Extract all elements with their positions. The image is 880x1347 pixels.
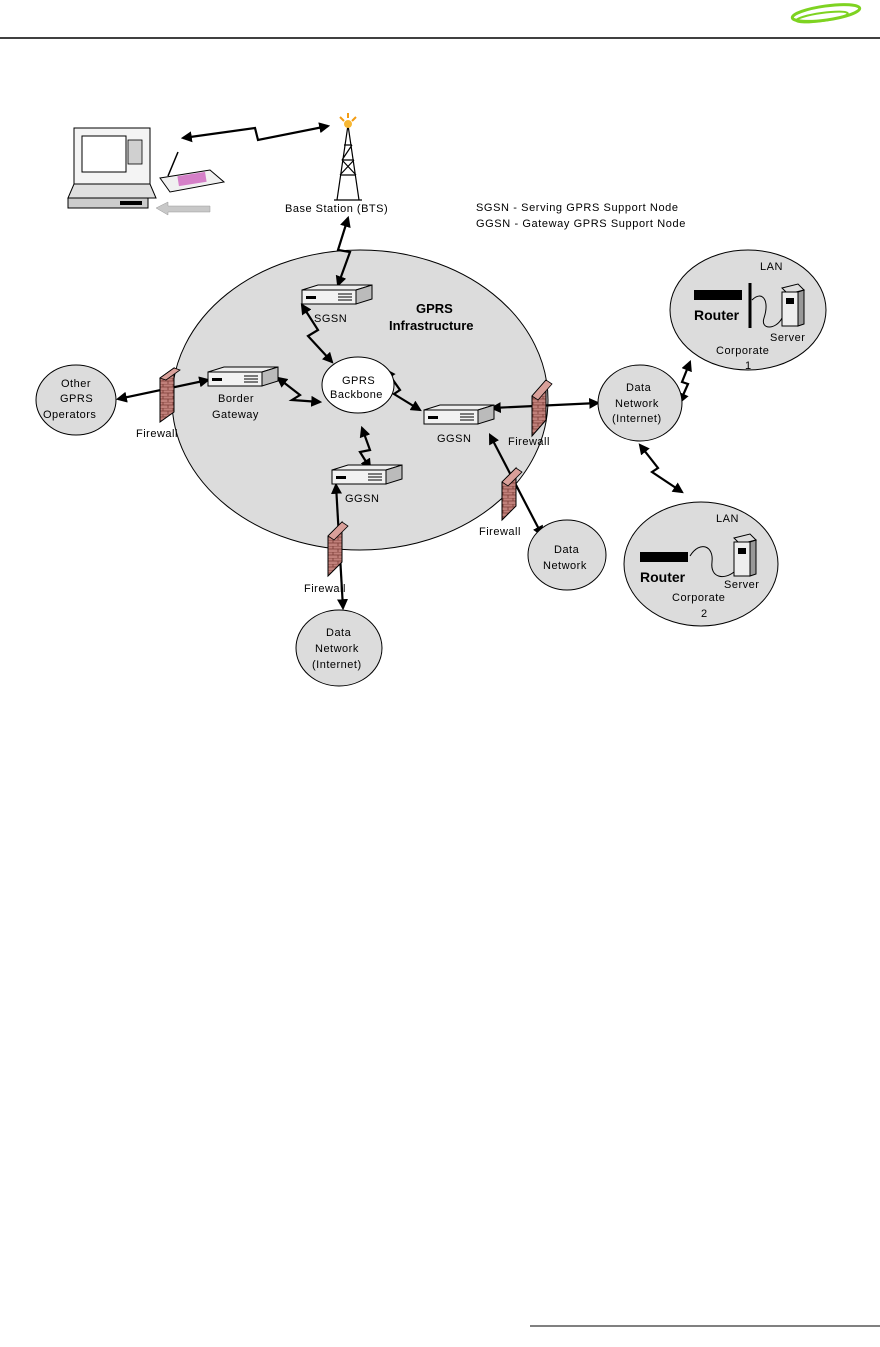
data-network-right-label-1: Data xyxy=(626,382,652,394)
data-network-mid-cloud xyxy=(527,519,607,591)
gprs-infrastructure-title-1: GPRS xyxy=(416,301,453,316)
corporate-2-title-1: Corporate xyxy=(672,592,725,604)
other-operators-label-1: Other xyxy=(61,378,91,390)
laptop-icon xyxy=(67,127,157,209)
corporate-2-title-2: 2 xyxy=(701,608,708,620)
corporate-1-server-label: Server xyxy=(770,332,805,344)
firewall-right-label: Firewall xyxy=(508,436,550,448)
ggsn-bottom-label: GGSN xyxy=(345,493,379,505)
firewall-mid-icon xyxy=(501,466,523,522)
data-network-right-label-2: Network xyxy=(615,398,659,410)
data-network-bottom-label-1: Data xyxy=(326,627,352,639)
firewall-bottom-icon xyxy=(327,520,349,578)
company-logo-icon xyxy=(790,3,862,24)
corporate-1-equipment xyxy=(694,283,805,328)
gprs-card-icon xyxy=(159,151,226,193)
data-network-mid-label-2: Network xyxy=(543,560,587,572)
other-operators-label-3: Operators xyxy=(43,409,96,421)
border-gateway-label-2: Gateway xyxy=(212,409,259,421)
legend-ggsn: GGSN - Gateway GPRS Support Node xyxy=(476,218,686,230)
corporate-2-cloud xyxy=(623,501,779,627)
other-operators-label-2: GPRS xyxy=(60,393,93,405)
corporate-2-server-label: Server xyxy=(724,579,759,591)
backbone-label-2: Backbone xyxy=(330,389,383,401)
other-gprs-operators-cloud xyxy=(35,364,117,436)
data-network-internet-bottom-cloud xyxy=(295,609,383,687)
corporate-1-title-1: Corporate xyxy=(716,345,769,357)
data-network-bottom-label-3: (Internet) xyxy=(312,659,362,671)
firewall-right-icon xyxy=(531,378,553,438)
sgsn-label: SGSN xyxy=(314,313,347,325)
corporate-2-router-label: Router xyxy=(640,569,686,585)
backbone-label-1: GPRS xyxy=(342,375,375,387)
corporate-2-equipment xyxy=(640,533,757,578)
legend-sgsn: SGSN - Serving GPRS Support Node xyxy=(476,202,679,214)
corporate-1-router-label: Router xyxy=(694,307,740,323)
data-network-right-label-3: (Internet) xyxy=(612,413,662,425)
sgsn-device-icon xyxy=(301,284,373,305)
firewall-left-icon xyxy=(159,367,181,423)
border-gateway-device-icon xyxy=(207,366,279,387)
data-network-internet-right-cloud xyxy=(597,364,683,442)
data-network-mid-label-1: Data xyxy=(554,544,580,556)
firewall-bottom-label: Firewall xyxy=(304,583,346,595)
insert-arrow-icon xyxy=(155,201,211,216)
corporate-1-cloud xyxy=(669,249,827,371)
firewall-mid-label: Firewall xyxy=(479,526,521,538)
corporate-1-title-2: 1 xyxy=(745,360,752,372)
ggsn-right-label: GGSN xyxy=(437,433,471,445)
connection-links xyxy=(115,122,692,611)
firewall-left-label: Firewall xyxy=(136,428,178,440)
base-station-label: Base Station (BTS) xyxy=(285,203,388,215)
base-station-tower-icon xyxy=(334,113,362,201)
border-gateway-label-1: Border xyxy=(218,393,254,405)
data-network-bottom-label-2: Network xyxy=(315,643,359,655)
gprs-backbone-node xyxy=(321,356,395,414)
gprs-infrastructure-title-2: Infrastructure xyxy=(389,318,474,333)
ggsn-right-device-icon xyxy=(423,404,495,425)
ggsn-bottom-device-icon xyxy=(331,464,403,485)
corporate-1-lan-label: LAN xyxy=(760,261,783,273)
corporate-2-lan-label: LAN xyxy=(716,513,739,525)
